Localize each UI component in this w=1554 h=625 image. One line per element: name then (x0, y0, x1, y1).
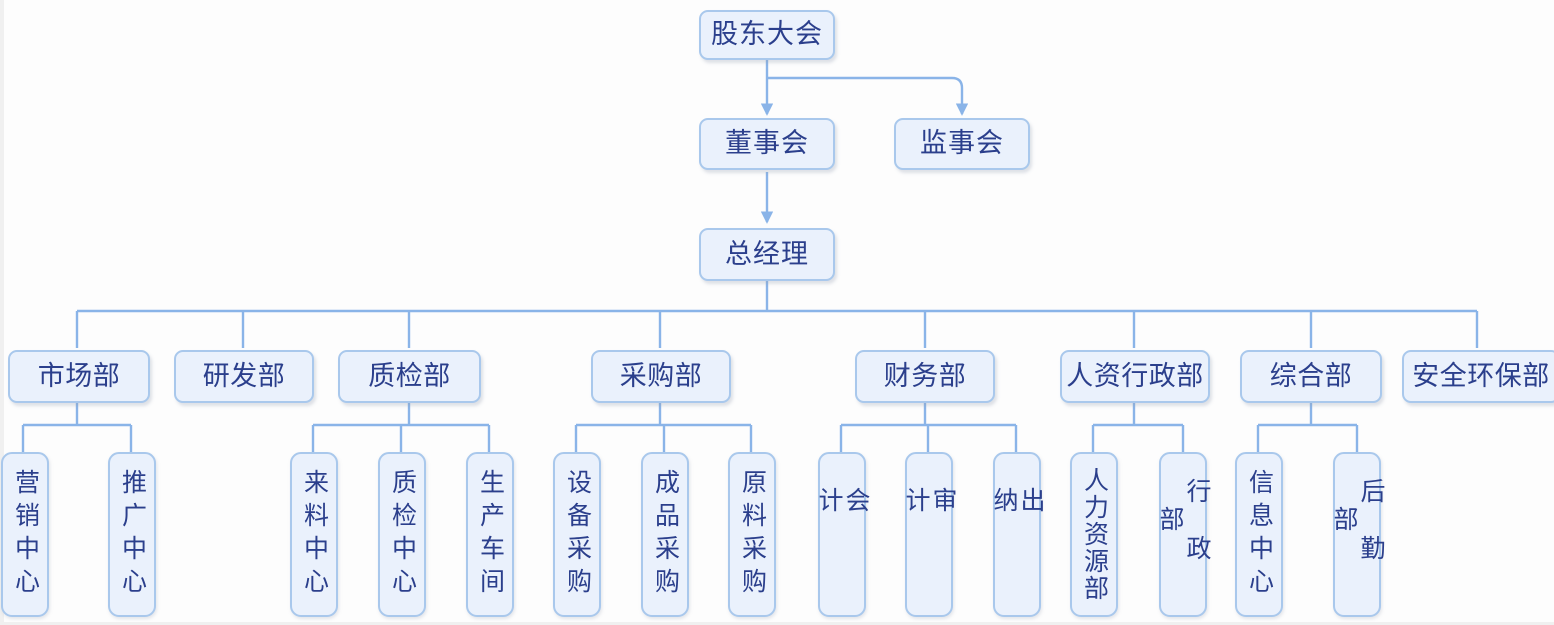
node-label: 行政部 (1156, 477, 1210, 592)
node-leaf-raw-material-procurement[interactable]: 原料采购 (728, 452, 776, 617)
node-label: 研发部 (202, 360, 286, 391)
node-label: 质检部 (368, 360, 451, 391)
node-leaf-promotion-center[interactable]: 推广中心 (108, 452, 156, 617)
node-leaf-incoming-material-center[interactable]: 来料中心 (290, 452, 338, 617)
node-label: 财务部 (883, 360, 967, 391)
node-leaf-logistics-dept[interactable]: 后勤部 (1330, 452, 1384, 617)
left-rail (0, 0, 4, 625)
node-leaf-finished-goods-procurement[interactable]: 成品采购 (641, 452, 689, 617)
bottom-rail (0, 622, 1554, 625)
node-leaf-audit[interactable]: 审计 (902, 452, 956, 617)
node-board-of-supervisors[interactable]: 监事会 (894, 118, 1030, 170)
node-label: 采购部 (619, 360, 703, 391)
node-label: 成品采购 (651, 468, 679, 601)
node-department-marketing[interactable]: 市场部 (8, 350, 150, 403)
node-leaf-marketing-center[interactable]: 营销中心 (1, 452, 49, 617)
node-leaf-administration-dept[interactable]: 行政部 (1156, 452, 1210, 617)
node-leaf-cashier[interactable]: 出纳 (990, 452, 1044, 617)
node-leaf-production-workshop[interactable]: 生产车间 (466, 452, 514, 617)
node-label: 会计 (815, 487, 869, 582)
node-label: 综合部 (1269, 360, 1353, 391)
node-label: 市场部 (37, 360, 121, 391)
node-leaf-human-resources-dept[interactable]: 人力资源部 (1070, 452, 1118, 617)
node-department-procurement[interactable]: 采购部 (591, 350, 731, 403)
node-label: 总经理 (725, 238, 809, 269)
node-leaf-accounting[interactable]: 会计 (815, 452, 869, 617)
node-leaf-quality-inspection-center[interactable]: 质检中心 (378, 452, 426, 617)
node-label: 后勤部 (1330, 477, 1384, 592)
node-leaf-information-center[interactable]: 信息中心 (1235, 452, 1283, 617)
node-department-hr-admin[interactable]: 人资行政部 (1060, 350, 1210, 403)
node-label: 生产车间 (476, 468, 504, 601)
node-department-safety-environment[interactable]: 安全环保部 (1402, 350, 1554, 403)
node-label: 董事会 (725, 128, 809, 159)
node-label: 设备采购 (563, 468, 591, 601)
node-department-general-affairs[interactable]: 综合部 (1240, 350, 1382, 403)
node-label: 推广中心 (118, 468, 146, 601)
node-label: 信息中心 (1245, 468, 1273, 601)
node-label: 人资行政部 (1066, 360, 1204, 391)
node-label: 监事会 (920, 128, 1004, 159)
node-board-of-directors[interactable]: 董事会 (699, 118, 835, 170)
node-label: 股东大会 (711, 19, 823, 50)
node-label: 来料中心 (300, 468, 328, 601)
node-leaf-equipment-procurement[interactable]: 设备采购 (553, 452, 601, 617)
node-label: 审计 (902, 487, 956, 582)
node-shareholders-meeting[interactable]: 股东大会 (699, 10, 835, 60)
node-label: 营销中心 (11, 468, 39, 601)
node-label: 人力资源部 (1080, 467, 1108, 602)
node-label: 出纳 (990, 487, 1044, 582)
node-label: 质检中心 (388, 468, 416, 601)
node-department-rnd[interactable]: 研发部 (174, 350, 314, 403)
node-department-finance[interactable]: 财务部 (855, 350, 995, 403)
node-general-manager[interactable]: 总经理 (699, 228, 835, 281)
node-department-quality-inspection[interactable]: 质检部 (338, 350, 481, 403)
node-label: 原料采购 (738, 468, 766, 601)
node-label: 安全环保部 (1412, 360, 1550, 391)
